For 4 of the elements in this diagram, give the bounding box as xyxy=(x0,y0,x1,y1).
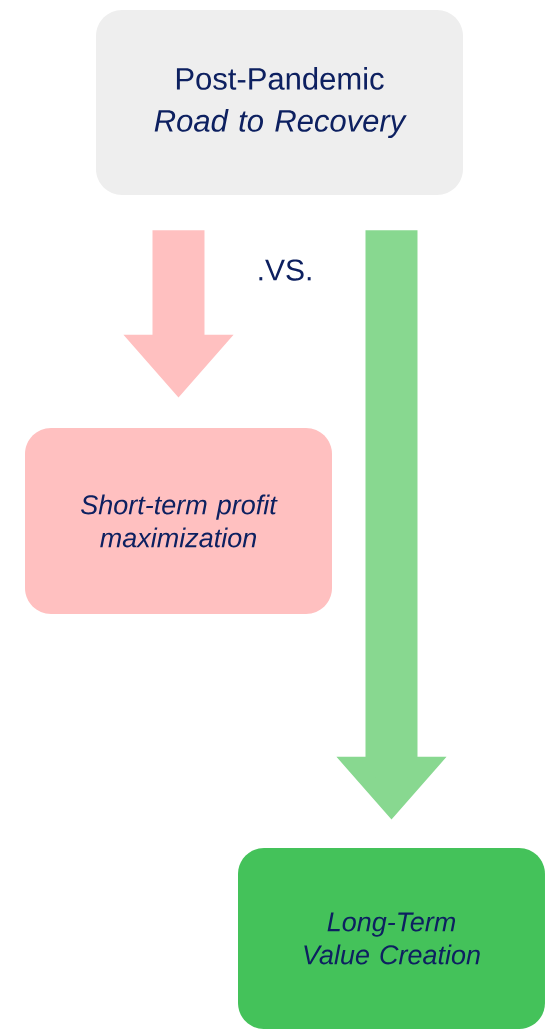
outcome-box: Long-Term Value Creation xyxy=(238,848,545,1029)
title-box: Post-Pandemic Road to Recovery xyxy=(96,10,463,195)
outcome-box: Short-term profit maximization xyxy=(25,428,332,614)
vs-label: .VS. xyxy=(259,259,311,281)
